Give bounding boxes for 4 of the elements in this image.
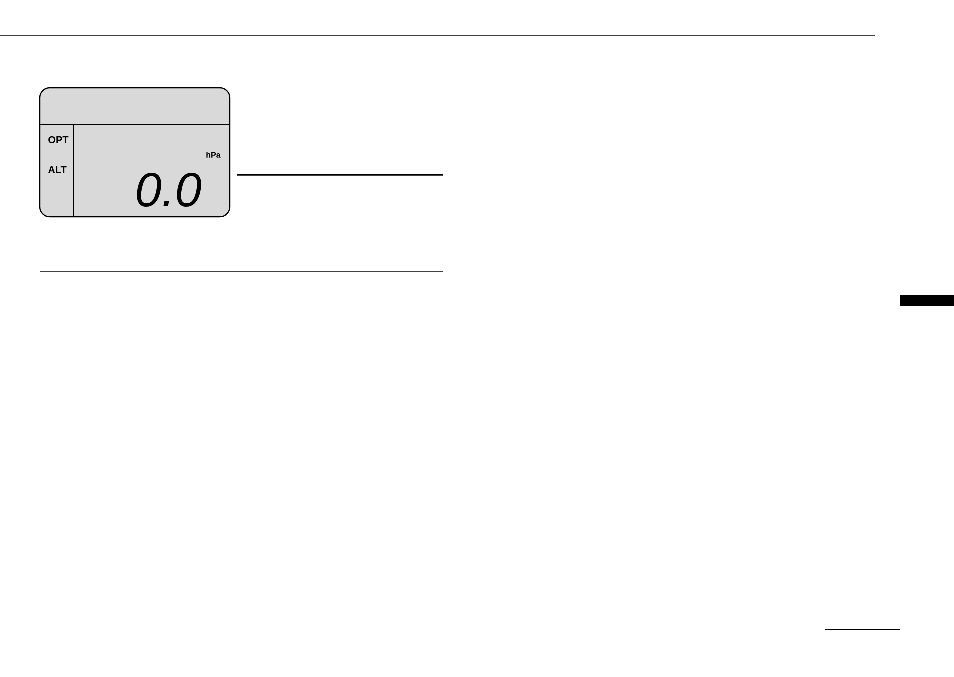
indicator-label: ALT <box>48 166 67 174</box>
indicator-label: OPT <box>48 136 69 144</box>
display-reading: 0.0 <box>137 173 202 207</box>
unit-label: hPa <box>206 152 221 158</box>
